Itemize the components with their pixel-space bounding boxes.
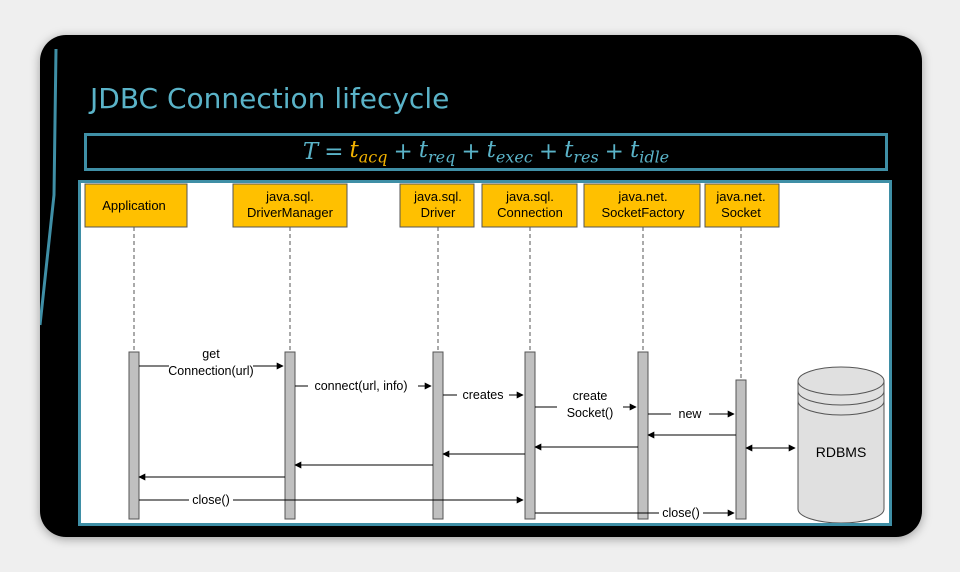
activation-bar-socket <box>735 379 747 520</box>
formula-box: T = tacq + treq + texec + tres + tidle <box>84 133 888 171</box>
formula-var: t <box>418 137 428 164</box>
database-top <box>797 366 885 396</box>
message-label-connect: connect(url, info) <box>314 379 407 393</box>
participant-label: SocketFactory <box>601 205 685 220</box>
activation-bar-application <box>128 351 140 520</box>
participant-driver <box>399 183 475 228</box>
slide-accent-line <box>40 48 58 326</box>
participant-label: Application <box>102 198 166 213</box>
formula-term-acq: tacq <box>349 137 387 167</box>
activation-bar-connection <box>524 351 536 520</box>
message-label-new: new <box>679 407 703 421</box>
formula-term-idle: tidle <box>630 137 669 167</box>
slide: JDBC Connection lifecycle T = tacq + tre… <box>40 35 922 537</box>
database-ring <box>797 400 885 416</box>
participant-label: DriverManager <box>247 205 334 220</box>
formula-var: t <box>629 137 640 164</box>
message-label-close-socket: close() <box>662 506 700 520</box>
formula-sub: acq <box>358 147 388 167</box>
sequence-diagram: Applicationjava.sql.DriverManagerjava.sq… <box>84 183 885 523</box>
formula-sub: res <box>573 147 599 167</box>
activation-bar-socket-factory <box>637 351 649 520</box>
participant-socket-factory <box>583 183 701 228</box>
formula-var: t <box>564 137 574 164</box>
slide-title: JDBC Connection lifecycle <box>90 82 450 115</box>
database-label: RDBMS <box>816 444 867 460</box>
formula-term-req: treq <box>419 137 456 167</box>
database-ring <box>797 390 885 406</box>
participant-driver-manager <box>232 183 348 228</box>
participant-socket <box>704 183 780 228</box>
formula-term-res: tres <box>564 137 599 167</box>
participant-connection <box>481 183 578 228</box>
activation-bar-driver <box>432 351 444 520</box>
message-label-create-socket: create <box>573 389 608 403</box>
formula-plus: + <box>538 139 559 165</box>
participant-label: java.sql. <box>265 189 314 204</box>
participant-label: java.net. <box>715 189 765 204</box>
formula-var: t <box>349 137 359 164</box>
participant-label: java.sql. <box>505 189 554 204</box>
message-label-close-connection: close() <box>192 493 230 507</box>
participant-label: Driver <box>421 205 456 220</box>
message-label-create-socket: Socket() <box>567 406 614 420</box>
formula-sub: exec <box>495 147 533 167</box>
message-label-get-connection: get <box>202 347 220 361</box>
participant-label: Connection <box>497 205 563 220</box>
formula-plus: + <box>393 139 413 165</box>
participant-label: Socket <box>721 205 761 220</box>
formula-equals: = <box>324 139 344 165</box>
activation-bar-driver-manager <box>284 351 296 520</box>
formula-sub: req <box>428 147 456 167</box>
formula-lhs: T <box>302 139 319 165</box>
formula-var: t <box>486 137 496 164</box>
formula-sub: idle <box>639 147 670 167</box>
formula-plus: + <box>461 139 481 165</box>
formula-plus: + <box>604 139 624 165</box>
message-label-get-connection: Connection(url) <box>168 364 253 378</box>
formula-term-exec: texec <box>487 137 533 167</box>
participant-application <box>84 183 188 228</box>
database-cylinder <box>797 380 885 523</box>
participant-label: java.net. <box>617 189 667 204</box>
message-label-creates: creates <box>463 388 504 402</box>
participant-label: java.sql. <box>413 189 462 204</box>
